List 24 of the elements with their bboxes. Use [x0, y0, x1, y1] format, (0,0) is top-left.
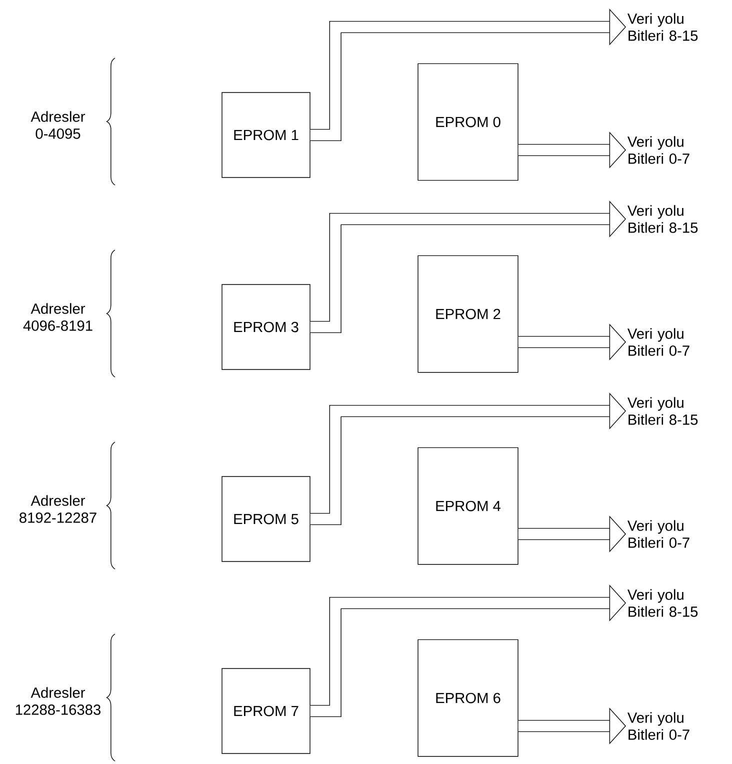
address-label: Adresler 0-4095: [30, 111, 85, 139]
bus-arrow: [310, 392, 626, 526]
bus-label: Veri yolu Bitleri 0-7: [627, 712, 690, 740]
bus-arrow: [310, 200, 626, 334]
bus-label: Veri yolu Bitleri 8-15: [627, 397, 698, 425]
eprom-box: EPROM 2: [418, 255, 518, 373]
bus-arrow: [310, 584, 626, 718]
eprom-box: EPROM 3: [222, 284, 310, 370]
eprom-box: EPROM 4: [418, 447, 518, 565]
bus-label: Veri yolu Bitleri 0-7: [627, 328, 690, 356]
address-label: Adresler 12288-16383: [16, 687, 100, 715]
eprom-box: EPROM 1: [222, 92, 310, 178]
bus-label: Veri yolu Bitleri 0-7: [627, 136, 690, 164]
eprom-box: EPROM 5: [222, 476, 310, 562]
bus-label: Veri yolu Bitleri 8-15: [627, 205, 698, 233]
bus-arrow: [310, 8, 626, 142]
bus-label: Veri yolu Bitleri 8-15: [627, 589, 698, 617]
eprom-box: EPROM 7: [222, 668, 310, 754]
eprom-box: EPROM 0: [418, 63, 518, 181]
address-label: Adresler 4096-8191: [23, 303, 92, 331]
eprom-box: EPROM 6: [418, 639, 518, 757]
address-label: Adresler 8192-12287: [20, 495, 96, 523]
bus-label: Veri yolu Bitleri 0-7: [627, 520, 690, 548]
bus-label: Veri yolu Bitleri 8-15: [627, 13, 698, 41]
